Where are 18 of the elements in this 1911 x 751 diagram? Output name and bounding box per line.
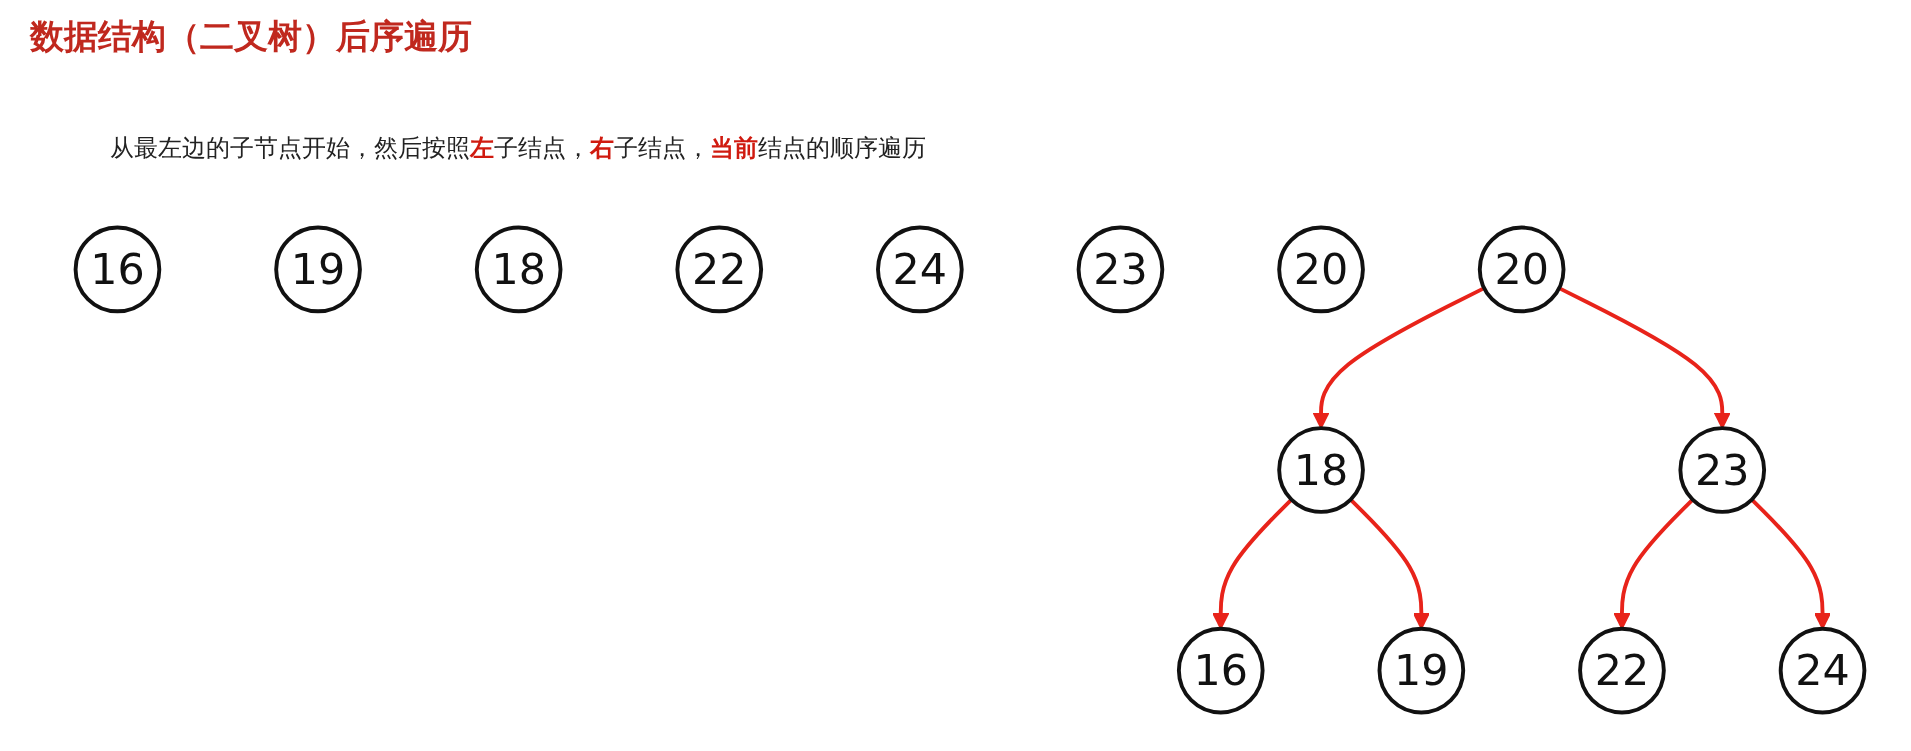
node-circle: 18	[474, 225, 563, 314]
arrow	[1558, 286, 1731, 429]
node-circle: 16	[1176, 626, 1265, 715]
node-circle: 23	[1076, 225, 1165, 314]
node-circle: 22	[675, 225, 764, 314]
description-text: 从最左边的子节点开始，然后按照左子结点，右子结点，当前结点的顺序遍历	[110, 133, 926, 164]
node-circle: 18	[1277, 426, 1365, 514]
arrow	[1312, 286, 1486, 429]
node-circle: 23	[1678, 426, 1767, 514]
node-circle: 24	[1778, 626, 1867, 715]
title: 数据结构（二叉树）后序遍历	[30, 15, 472, 58]
node-circle: 19	[274, 225, 362, 314]
node-circle: 20	[1477, 225, 1566, 314]
node-circle: 19	[1377, 626, 1466, 715]
node-circle: 16	[73, 225, 162, 314]
node-circle: 20	[1277, 225, 1365, 314]
node-circle: 24	[876, 225, 964, 314]
node-circle: 22	[1578, 626, 1666, 715]
